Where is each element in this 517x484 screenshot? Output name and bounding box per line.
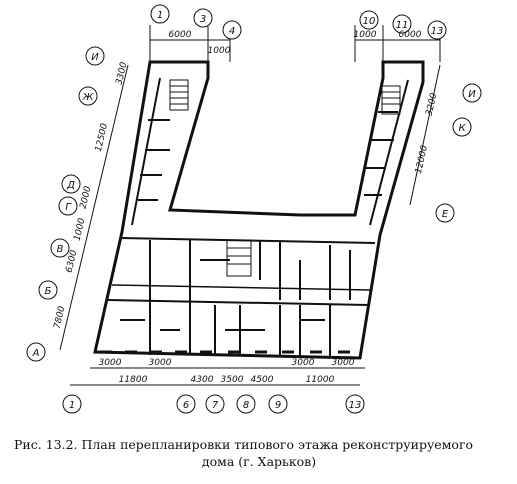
axis-label-left: А <box>32 348 40 359</box>
dim-label-bottom: 3000 <box>149 358 172 368</box>
axis-circle <box>176 394 196 414</box>
axis-circle <box>236 394 256 414</box>
axis-circle <box>359 10 379 30</box>
axis-label-bottom: 7 <box>212 400 219 411</box>
axis-circle <box>435 203 455 223</box>
axis-circle <box>268 394 288 414</box>
corridor-wall <box>107 299 369 306</box>
dim-label-left: 3300 <box>115 61 130 86</box>
axis-label-left: Ж <box>82 92 95 103</box>
axis-label-bottom: 8 <box>243 400 249 411</box>
dim-label-top: 6000 <box>169 30 192 40</box>
axis-circle <box>222 20 242 40</box>
stair-hatching <box>170 85 400 265</box>
axis-label-top: 10 <box>363 16 376 27</box>
axis-circle <box>62 394 82 414</box>
caption-line-2: дома (г. Харьков) <box>201 454 317 469</box>
axis-label-right: Е <box>442 209 449 220</box>
axis-label-top: 3 <box>200 14 206 25</box>
stair-center <box>226 239 252 277</box>
axis-label-top: 4 <box>229 26 235 37</box>
axis-circle <box>193 8 213 28</box>
caption-line-1: Рис. 13.2. План перепланировки типового … <box>14 437 474 452</box>
corridor-wall-2 <box>111 284 371 291</box>
dim-label-bottom: 3000 <box>292 358 315 368</box>
axis-circle <box>427 20 447 40</box>
axis-labels: 1 3 4 10 11 13 И Ж Д Г В Б А И К Е 1 6 7… <box>32 10 477 411</box>
axis-circle <box>50 238 70 258</box>
axis-label-bottom: 9 <box>275 400 281 411</box>
axis-label-right: И <box>468 89 476 100</box>
axis-label-bottom: 13 <box>349 400 362 411</box>
figure-caption: Рис. 13.2. План перепланировки типового … <box>14 436 504 470</box>
axis-label-top: 13 <box>431 26 444 37</box>
building-outline <box>93 60 425 360</box>
axis-label-bottom: 6 <box>183 400 189 411</box>
axis-circle <box>38 280 58 300</box>
axis-circle <box>78 86 98 106</box>
axis-bubbles <box>26 4 482 414</box>
dim-label-bottom: 4300 <box>191 375 214 385</box>
dim-label-left: 1000 <box>73 217 88 242</box>
right-wing-inner-wall <box>369 79 409 226</box>
dim-label-top: 6000 <box>399 30 422 40</box>
dim-label-bottom: 4500 <box>251 375 274 385</box>
dim-label-bottom: 3500 <box>221 375 244 385</box>
dim-label-top: 1000 <box>354 30 377 40</box>
left-wing-inner-wall <box>131 77 161 226</box>
axis-circle <box>452 117 472 137</box>
axis-circle <box>392 14 412 34</box>
dim-label-bottom: 11800 <box>119 375 148 385</box>
axis-label-left: И <box>91 52 99 63</box>
axis-circle <box>61 174 81 194</box>
stairs <box>169 79 401 277</box>
axis-circle <box>205 394 225 414</box>
dim-label-bottom: 11000 <box>306 375 335 385</box>
axis-label-left: Б <box>45 286 52 297</box>
axis-circle <box>85 46 105 66</box>
floor-plan-drawing: 1 3 4 10 11 13 И Ж Д Г В Б А И К Е 1 6 7… <box>26 4 482 414</box>
axis-label-left: Д <box>66 180 75 191</box>
axis-circle <box>26 342 46 362</box>
axis-circle <box>345 394 365 414</box>
axis-label-top: 11 <box>396 20 409 31</box>
axis-circle <box>150 4 170 24</box>
axis-label-bottom: 1 <box>69 400 75 411</box>
axis-label-left: В <box>57 244 64 255</box>
dimension-lines <box>59 25 441 386</box>
dim-label-bottom: 3000 <box>332 358 355 368</box>
dim-label-right: 3200 <box>425 92 440 117</box>
axis-label-right: К <box>458 123 466 134</box>
dim-label-top: 1000 <box>208 46 231 56</box>
axis-circle <box>462 83 482 103</box>
dim-label-bottom: 3000 <box>99 358 122 368</box>
axis-circle <box>58 196 78 216</box>
dim-label-left: 2000 <box>79 185 94 210</box>
axis-label-top: 1 <box>157 10 163 21</box>
stair-left <box>169 79 189 111</box>
stair-right <box>381 85 401 115</box>
axis-label-left: Г <box>65 202 72 213</box>
dim-label-right: 12000 <box>414 144 430 174</box>
partitions <box>120 111 398 357</box>
